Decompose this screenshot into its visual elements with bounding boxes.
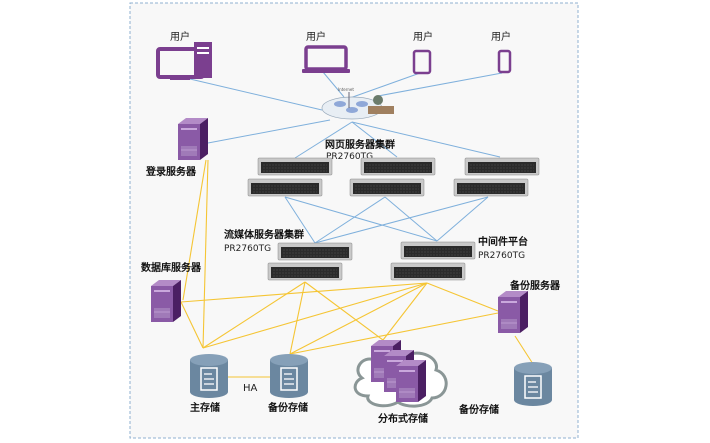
distributed-storage-label: 分布式存储 (378, 412, 428, 425)
web-cluster-model: PR2760TG (326, 152, 373, 162)
db-server-icon (150, 279, 182, 323)
backup-storage-icon (269, 353, 309, 399)
primary-storage-label: 主存储 (190, 401, 220, 414)
db-server-label: 数据库服务器 (141, 261, 202, 274)
user-label: 用户 (413, 30, 433, 43)
hub-label: Internet (338, 87, 354, 92)
tablet-icon (412, 49, 432, 75)
web-cluster-label: 网页服务器集群 (325, 138, 395, 151)
user-label: 用户 (170, 30, 190, 43)
middleware-model: PR2760TG (478, 251, 525, 261)
user-label: 用户 (491, 30, 511, 43)
backup-server-label: 备份服务器 (509, 279, 561, 292)
network-cloud-icon: Internet (321, 87, 394, 120)
primary-storage-icon (189, 353, 229, 399)
laptop-icon (302, 45, 350, 73)
backup-storage-label: 备份存储 (267, 401, 308, 414)
user-label: 用户 (306, 30, 326, 43)
streaming-cluster-label: 流媒体服务器集群 (224, 228, 304, 241)
backup-server-icon (497, 290, 529, 334)
streaming-cluster-model: PR2760TG (224, 244, 271, 254)
middleware-label: 中间件平台 (478, 235, 528, 248)
backup-storage-2-label: 备份存储 (458, 403, 499, 416)
desktop-icon (156, 42, 212, 80)
ha-label: HA (243, 383, 258, 394)
network-links (189, 71, 503, 244)
phone-icon (497, 49, 512, 74)
backup-storage-2-icon (513, 361, 553, 407)
login-server-label: 登录服务器 (145, 165, 197, 178)
storage-links (180, 159, 534, 378)
distributed-storage-icon (353, 339, 448, 408)
login-server-icon (177, 117, 209, 161)
